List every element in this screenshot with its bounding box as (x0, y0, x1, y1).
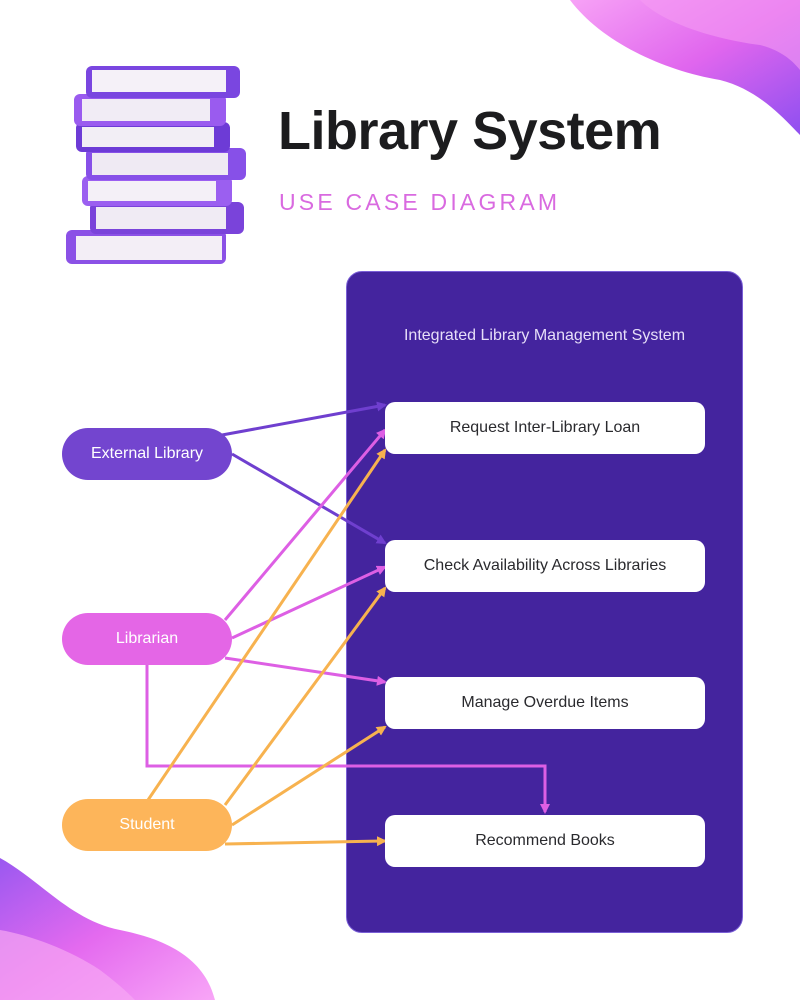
connector-student-request-loan (146, 448, 387, 801)
use-case-recommend-books: Recommend Books (385, 815, 705, 867)
connector-librarian-recommend-books (145, 665, 550, 814)
connector-librarian-request-loan (223, 428, 387, 621)
connector-student-recommend-books (224, 836, 387, 847)
decor-blob-bottom-left-inner (0, 930, 135, 1000)
connector-external-library-check-availability (231, 452, 387, 545)
use-case-manage-overdue-items: Manage Overdue Items (385, 677, 705, 729)
system-label: Integrated Library Management System (403, 327, 686, 344)
decor-blob-top-right-inner (640, 0, 800, 70)
actor-librarian: Librarian (62, 613, 232, 665)
connector-external-library-request-loan (221, 401, 387, 437)
connector-student-manage-overdue (231, 725, 387, 827)
page-title: Library System (278, 101, 662, 161)
connector-student-check-availability (223, 586, 387, 806)
actor-student: Student (62, 799, 232, 851)
use-case-request-inter-library-loan: Request Inter-Library Loan (385, 402, 705, 454)
use-case-check-availability: Check Availability Across Libraries (385, 540, 705, 592)
connector-librarian-check-availability (231, 565, 387, 640)
page-subtitle: USE CASE DIAGRAM (279, 189, 561, 215)
actor-external-library: External Library (62, 428, 232, 480)
connector-librarian-manage-overdue (224, 656, 387, 686)
